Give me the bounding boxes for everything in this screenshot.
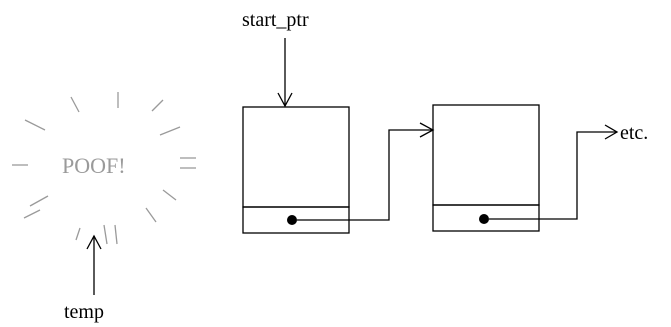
node-1-data-field: [242, 106, 350, 208]
start-ptr-arrow: [277, 38, 293, 108]
node-1-pointer-dot: [287, 215, 297, 225]
node-2-pointer-dot: [479, 214, 489, 224]
list-node-2: [432, 104, 540, 232]
temp-arrow: [86, 234, 102, 295]
poof-burst-lines: [12, 92, 196, 245]
node-1-to-node-2-arrow: [297, 122, 435, 221]
etc-label: etc.: [620, 122, 648, 144]
start-ptr-label: start_ptr: [242, 9, 309, 31]
poof-label: POOF!: [62, 153, 126, 178]
node-2-data-field: [432, 104, 540, 206]
temp-label: temp: [64, 301, 104, 323]
node-2-to-etc-arrow: [489, 124, 619, 220]
list-node-1: [242, 106, 350, 234]
node-2-next-field: [432, 204, 540, 232]
